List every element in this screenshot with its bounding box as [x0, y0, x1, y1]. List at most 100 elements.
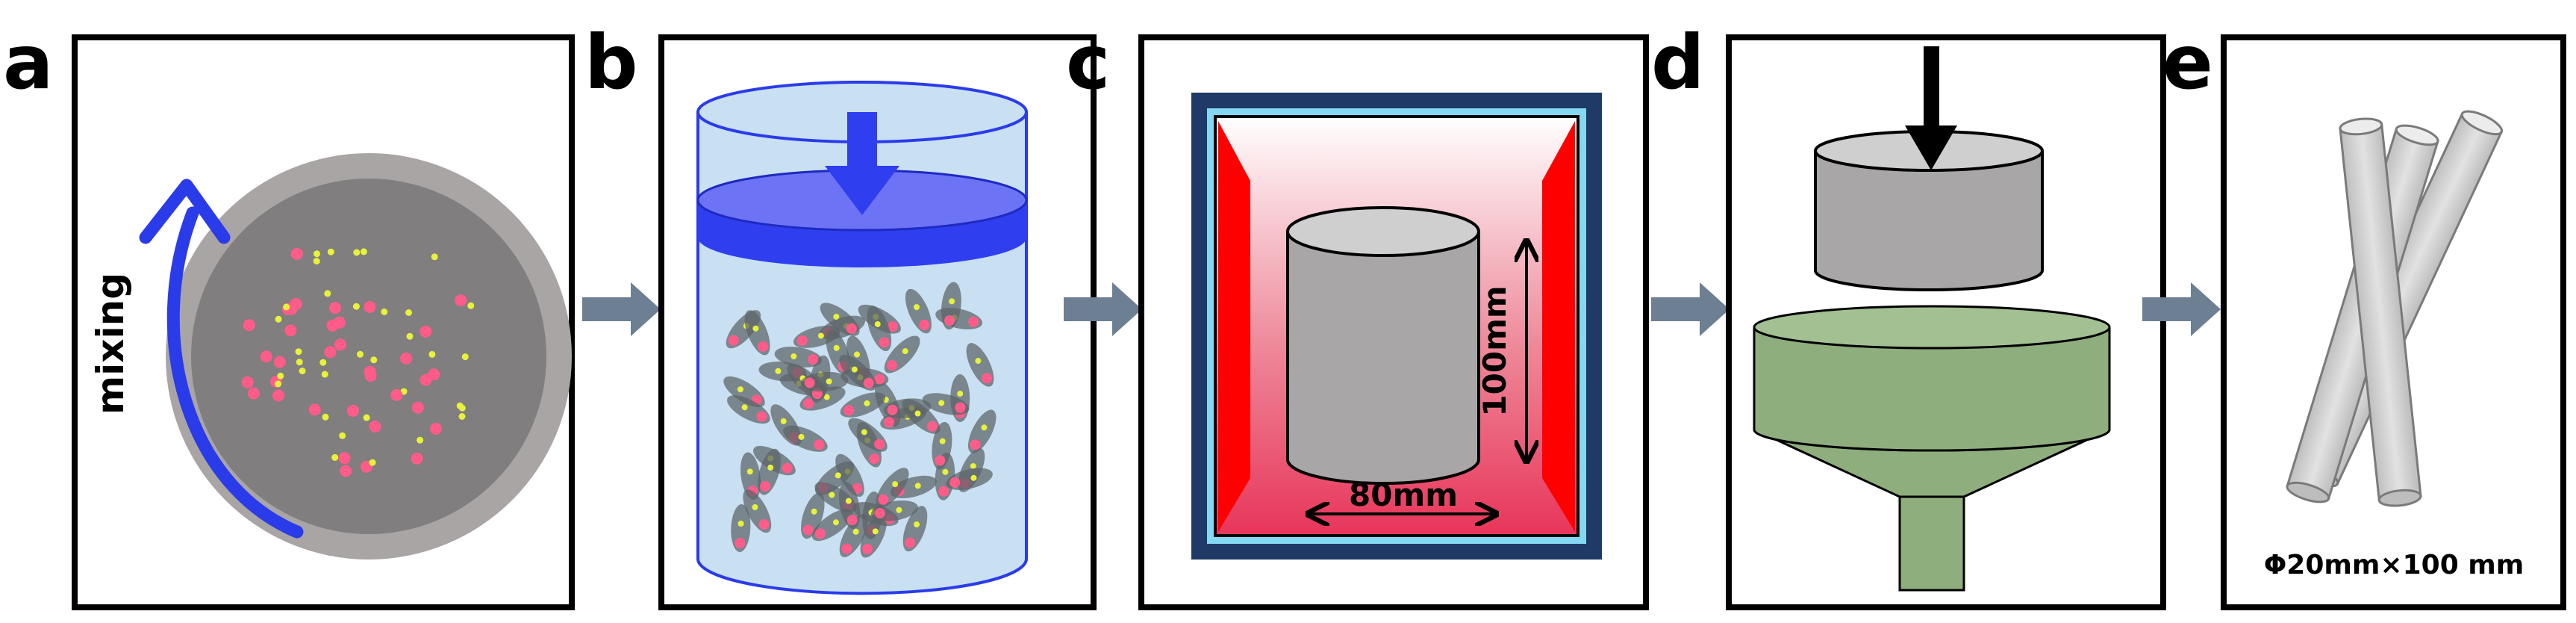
yellow-particle	[331, 453, 339, 461]
step-arrow-icon	[1064, 282, 1142, 336]
pink-particle	[340, 465, 352, 477]
coated-particle	[793, 326, 841, 348]
yellow-particle	[295, 348, 302, 356]
yellow-particle	[431, 253, 438, 261]
pink-particle	[369, 421, 381, 433]
height-dimension-label: 100mm	[1476, 285, 1513, 416]
pink-particle	[338, 452, 351, 465]
coated-particle	[966, 343, 994, 387]
yellow-particle	[327, 248, 334, 255]
coated-particle	[867, 306, 892, 352]
heater-left	[1218, 121, 1250, 532]
pink-particle	[411, 401, 424, 414]
yellow-particle	[321, 371, 328, 378]
yellow-particle	[319, 359, 327, 366]
panel-d: d	[1651, 19, 2166, 610]
yellow-particle	[458, 413, 466, 420]
pink-particle	[429, 423, 442, 435]
pink-particle	[346, 405, 359, 417]
coated-particle	[839, 354, 877, 391]
coated-particle	[811, 509, 853, 542]
yellow-particle	[277, 372, 284, 379]
coated-particle	[758, 448, 781, 495]
yellow-particle	[339, 432, 346, 439]
pink-particle	[455, 294, 467, 307]
coated-particle	[744, 310, 770, 356]
yellow-particle	[406, 332, 414, 340]
coated-particle	[800, 371, 849, 392]
coated-particle	[774, 347, 822, 368]
coated-particle	[839, 514, 868, 557]
panel-letter-e: e	[2162, 19, 2213, 106]
pink-particle	[334, 338, 346, 351]
yellow-particle	[296, 359, 303, 366]
coated-particle	[731, 504, 751, 552]
yellow-particle	[275, 380, 281, 388]
press-force-arrow-icon	[1905, 46, 1957, 170]
coated-particle	[905, 288, 932, 334]
mixing-label: mixing	[89, 273, 132, 415]
mixing-arrow-icon	[166, 206, 304, 539]
yellow-particle	[314, 250, 320, 258]
heater-right	[1542, 121, 1575, 532]
coated-particle	[840, 392, 886, 418]
yellow-particle	[458, 404, 466, 412]
yellow-particle	[324, 290, 331, 297]
yellow-particle	[363, 414, 370, 421]
yellow-particle	[381, 309, 388, 315]
yellow-particle	[461, 353, 469, 361]
pink-particle	[243, 319, 255, 332]
pink-particle	[420, 374, 432, 386]
powder-particles	[241, 247, 475, 477]
sample-cylinder-top	[1286, 206, 1480, 257]
pink-particle	[400, 352, 413, 365]
yellow-particle	[283, 303, 290, 311]
coated-particles	[723, 282, 997, 558]
pink-particle	[324, 346, 337, 359]
pink-particle	[364, 365, 376, 378]
coated-particle	[967, 409, 997, 453]
panel-b: b	[584, 19, 1097, 610]
pink-particle	[260, 350, 272, 363]
die-body	[1753, 327, 2111, 452]
panel-e: e Φ20mm×100 mm	[2162, 19, 2566, 610]
mixing-arrow-head-icon	[139, 179, 231, 244]
press-punch	[1814, 151, 2044, 291]
yellow-particle	[360, 248, 367, 255]
yellow-particle	[353, 249, 361, 256]
die-body-top	[1753, 305, 2111, 350]
panel-letter-a: a	[3, 19, 53, 106]
pink-particle	[284, 324, 297, 337]
pink-particle	[420, 325, 432, 338]
pink-particle	[411, 452, 423, 465]
step-arrow-icon	[1651, 282, 1730, 336]
press-down-arrow-icon	[825, 112, 899, 215]
step-arrow-icon	[2142, 282, 2221, 336]
pink-particle	[364, 301, 376, 313]
pink-particle	[329, 302, 342, 314]
rod-3	[2339, 117, 2422, 507]
yellow-particle	[428, 350, 436, 358]
yellow-particle	[275, 315, 282, 323]
pink-particle	[273, 356, 286, 368]
coated-particle	[876, 468, 909, 508]
panel-letter-d: d	[1651, 19, 1705, 106]
pink-particle	[390, 388, 403, 401]
width-dimension-label: 80mm	[1349, 477, 1458, 513]
pink-particle	[247, 387, 260, 400]
yellow-particle	[299, 368, 306, 375]
die-outlet	[1898, 492, 1965, 592]
yellow-particle	[467, 302, 475, 309]
coated-particle	[848, 418, 888, 452]
coated-particle	[941, 282, 961, 330]
pink-particle	[290, 247, 303, 260]
coated-particle	[743, 489, 772, 533]
rod-size-caption: Φ20mm×100 mm	[2264, 550, 2524, 580]
yellow-particle	[369, 459, 376, 466]
pink-particle	[308, 403, 321, 416]
panel-a: a mixing	[3, 19, 575, 610]
panel-c: c 100mm 80mm	[1066, 19, 1649, 610]
yellow-particle	[322, 413, 329, 421]
panel-letter-b: b	[584, 19, 638, 106]
